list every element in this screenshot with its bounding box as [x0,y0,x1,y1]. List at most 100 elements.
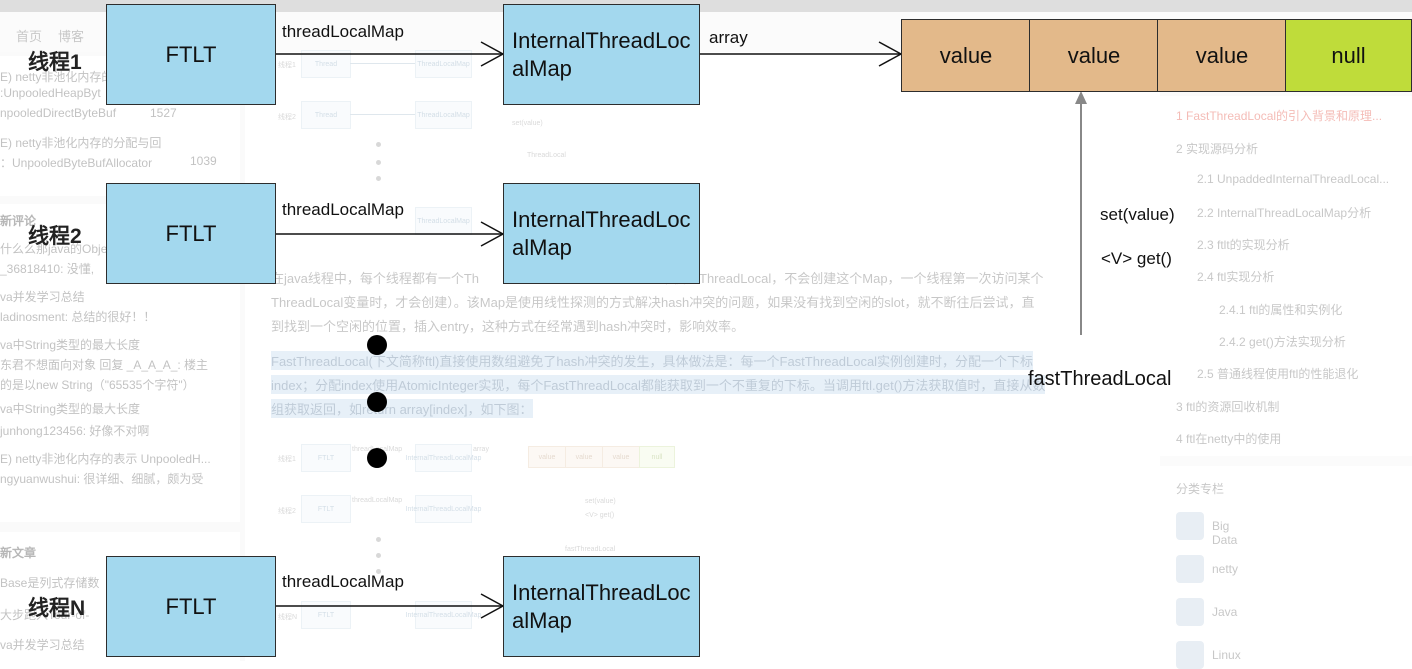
toc-item[interactable]: 2.4 ftl实现分析 [1197,270,1275,284]
ftlt-box: FTLT [106,556,276,657]
category-thumbnail-icon [1176,555,1204,583]
paragraph-line: 不使用ThreadLocal，不会创建这个Map，一个线程第一次访问某个 [660,271,1044,286]
comment-line[interactable]: va中String类型的最大长度 [0,402,141,416]
mini-label: set(value) [585,498,616,505]
new-article-line[interactable]: Base是列式存储数 [0,576,100,590]
thread-local-map-edge-label: threadLocalMap [282,572,404,591]
mini-label: 线程N [278,614,298,621]
mini-cell: value [602,446,640,468]
mini-label: 线程2 [278,114,296,121]
internal-thread-local-map-box: InternalThreadLocalMap [503,183,700,284]
toc-item[interactable]: 2.3 ftlt的实现分析 [1197,238,1290,252]
thread-label: 线程1 [28,51,82,74]
comment-line: junhong123456: 好像不对啊 [0,424,150,438]
internal-thread-local-map-label: InternalThreadLocalMap [512,206,691,260]
ftlt-box: FTLT [106,183,276,284]
toc-item[interactable]: 1 FastThreadLocal的引入背景和原理... [1176,109,1383,123]
comment-line[interactable]: va中String类型的最大长度 [0,338,141,352]
mini-label: array [473,446,489,453]
comment-line[interactable]: va并发学习总结 [0,290,85,304]
highlighted-paragraph-line: FastThreadLocal(下文简称ftl)直接使用数组避免了hash冲突的… [271,351,1034,370]
new-articles-heading: 新文章 [0,546,37,560]
mini-box: InternalThreadLocalMap [406,444,481,472]
internal-thread-local-map-box: InternalThreadLocalMap [503,4,700,105]
category-label: netty [1212,562,1239,576]
highlighted-paragraph-line: index；分配index使用AtomicInteger实现，每个FastThr… [271,375,1046,394]
browser-top-bar [0,0,1412,12]
category-thumbnail-icon [1176,598,1204,626]
mini-cell: value [565,446,603,468]
thread-label: 线程N [28,597,86,620]
mini-label: 线程1 [278,456,296,463]
categories-card [1160,466,1412,661]
mini-box: FTLT [301,495,351,523]
new-article-line[interactable]: va并发学习总结 [0,638,85,652]
toc-item[interactable]: 2.4.1 ftl的属性和实例化 [1219,303,1343,317]
category-label: Linux [1212,648,1241,662]
mini-box: ThreadLocalMap [415,101,472,129]
right-sidebar [1160,52,1412,661]
mini-label: 线程1 [278,62,296,69]
array-cell: value [1157,19,1287,92]
comment-line: 的是以new String（"65535个字符"） [0,378,195,392]
mini-cell: value [528,446,566,468]
mini-label: ThreadLocal [527,152,566,159]
set-value-label: set(value) [1100,205,1175,224]
category-thumbnail-icon [1176,512,1204,540]
category-label: Java [1212,605,1238,619]
nav-blog-link[interactable]: 博客 [58,29,85,44]
left-article-views: 1039 [190,154,217,168]
paragraph-line: ThreadLocal变量时，才会创建）。该Map是使用线性探测的方式解决has… [271,295,1035,310]
left-article-line[interactable]: npooledDirectByteBuf [0,106,117,120]
comment-line: _36818410: 没懂, [0,262,95,276]
left-article-views: 1527 [150,106,177,120]
comment-line[interactable]: 什么么那java的Objec [0,242,114,256]
ftlt-label: FTLT [165,593,217,619]
left-article-line[interactable]: :UnpooledHeapByt [0,86,101,100]
mini-label: set(value) [512,120,543,127]
thread-label: 线程2 [28,225,82,248]
internal-thread-local-map-label: InternalThreadLocalMap [512,579,691,633]
thread-local-map-edge-label: threadLocalMap [282,200,404,219]
array-cell: value [1029,19,1159,92]
array-cell-null: null [1285,19,1412,92]
mini-label: threadLocalMap [352,497,403,504]
highlighted-paragraph-line: 组获取返回，如return array[index]，如下图： [271,399,533,418]
left-article-line[interactable]: E) netty非池化内存的 [0,70,114,84]
toc-item[interactable]: 2 实现源码分析 [1176,142,1259,156]
mini-box: Thread [301,101,351,129]
comments-heading: 新评论 [0,214,37,228]
comment-line[interactable]: E) netty非池化内存的表示 UnpooledH... [0,452,211,466]
toc-item[interactable]: 2.2 InternalThreadLocalMap分析 [1197,206,1372,220]
category-label: Big Data [1212,519,1238,547]
mini-cell: null [639,446,675,468]
nav-home-link[interactable]: 首页 [16,29,43,44]
toc-item[interactable]: 2.5 普通线程使用ftl的性能退化 [1197,367,1359,381]
comment-line: ngyuanwushui: 很详细、细腻，颇为受 [0,472,204,486]
toc-item[interactable]: 3 ftl的资源回收机制 [1176,400,1280,414]
ftlt-label: FTLT [165,220,217,246]
fast-thread-local-label: fastThreadLocal [1028,368,1172,390]
toc-card [1160,96,1412,456]
toc-item[interactable]: 2.4.2 get()方法实现分析 [1219,335,1346,349]
left-article-line[interactable]: E) netty非池化内存的分配与回 [0,136,162,150]
comment-line: 东君不想面向对象 回复 _A_A_A_: 楼主 [0,358,209,372]
new-article-line[interactable]: 大步跑入Tour-of- [0,608,90,622]
categories-heading: 分类专栏 [1176,482,1225,496]
mini-box: InternalThreadLocalMap [406,495,481,523]
left-article-line[interactable]: ：UnpooledByteBufAllocator [0,156,153,170]
ellipsis-dot [367,392,387,412]
toc-item[interactable]: 4 ftl在netty中的使用 [1176,432,1282,446]
internal-thread-local-map-box: InternalThreadLocalMap [503,556,700,657]
mini-box: ThreadLocalMap [415,207,472,235]
toc-item[interactable]: 2.1 UnpaddedInternalThreadLocal... [1197,172,1390,186]
ftlt-box: FTLT [106,4,276,105]
mini-label: fastThreadLocal [565,546,616,553]
internal-thread-local-map-label: InternalThreadLocalMap [512,27,691,81]
mini-label: <V> get() [585,512,615,519]
thread-local-map-edge-label: threadLocalMap [282,22,404,41]
ellipsis-dot [367,335,387,355]
get-label: <V> get() [1101,249,1172,268]
ellipsis-dot [367,448,387,468]
